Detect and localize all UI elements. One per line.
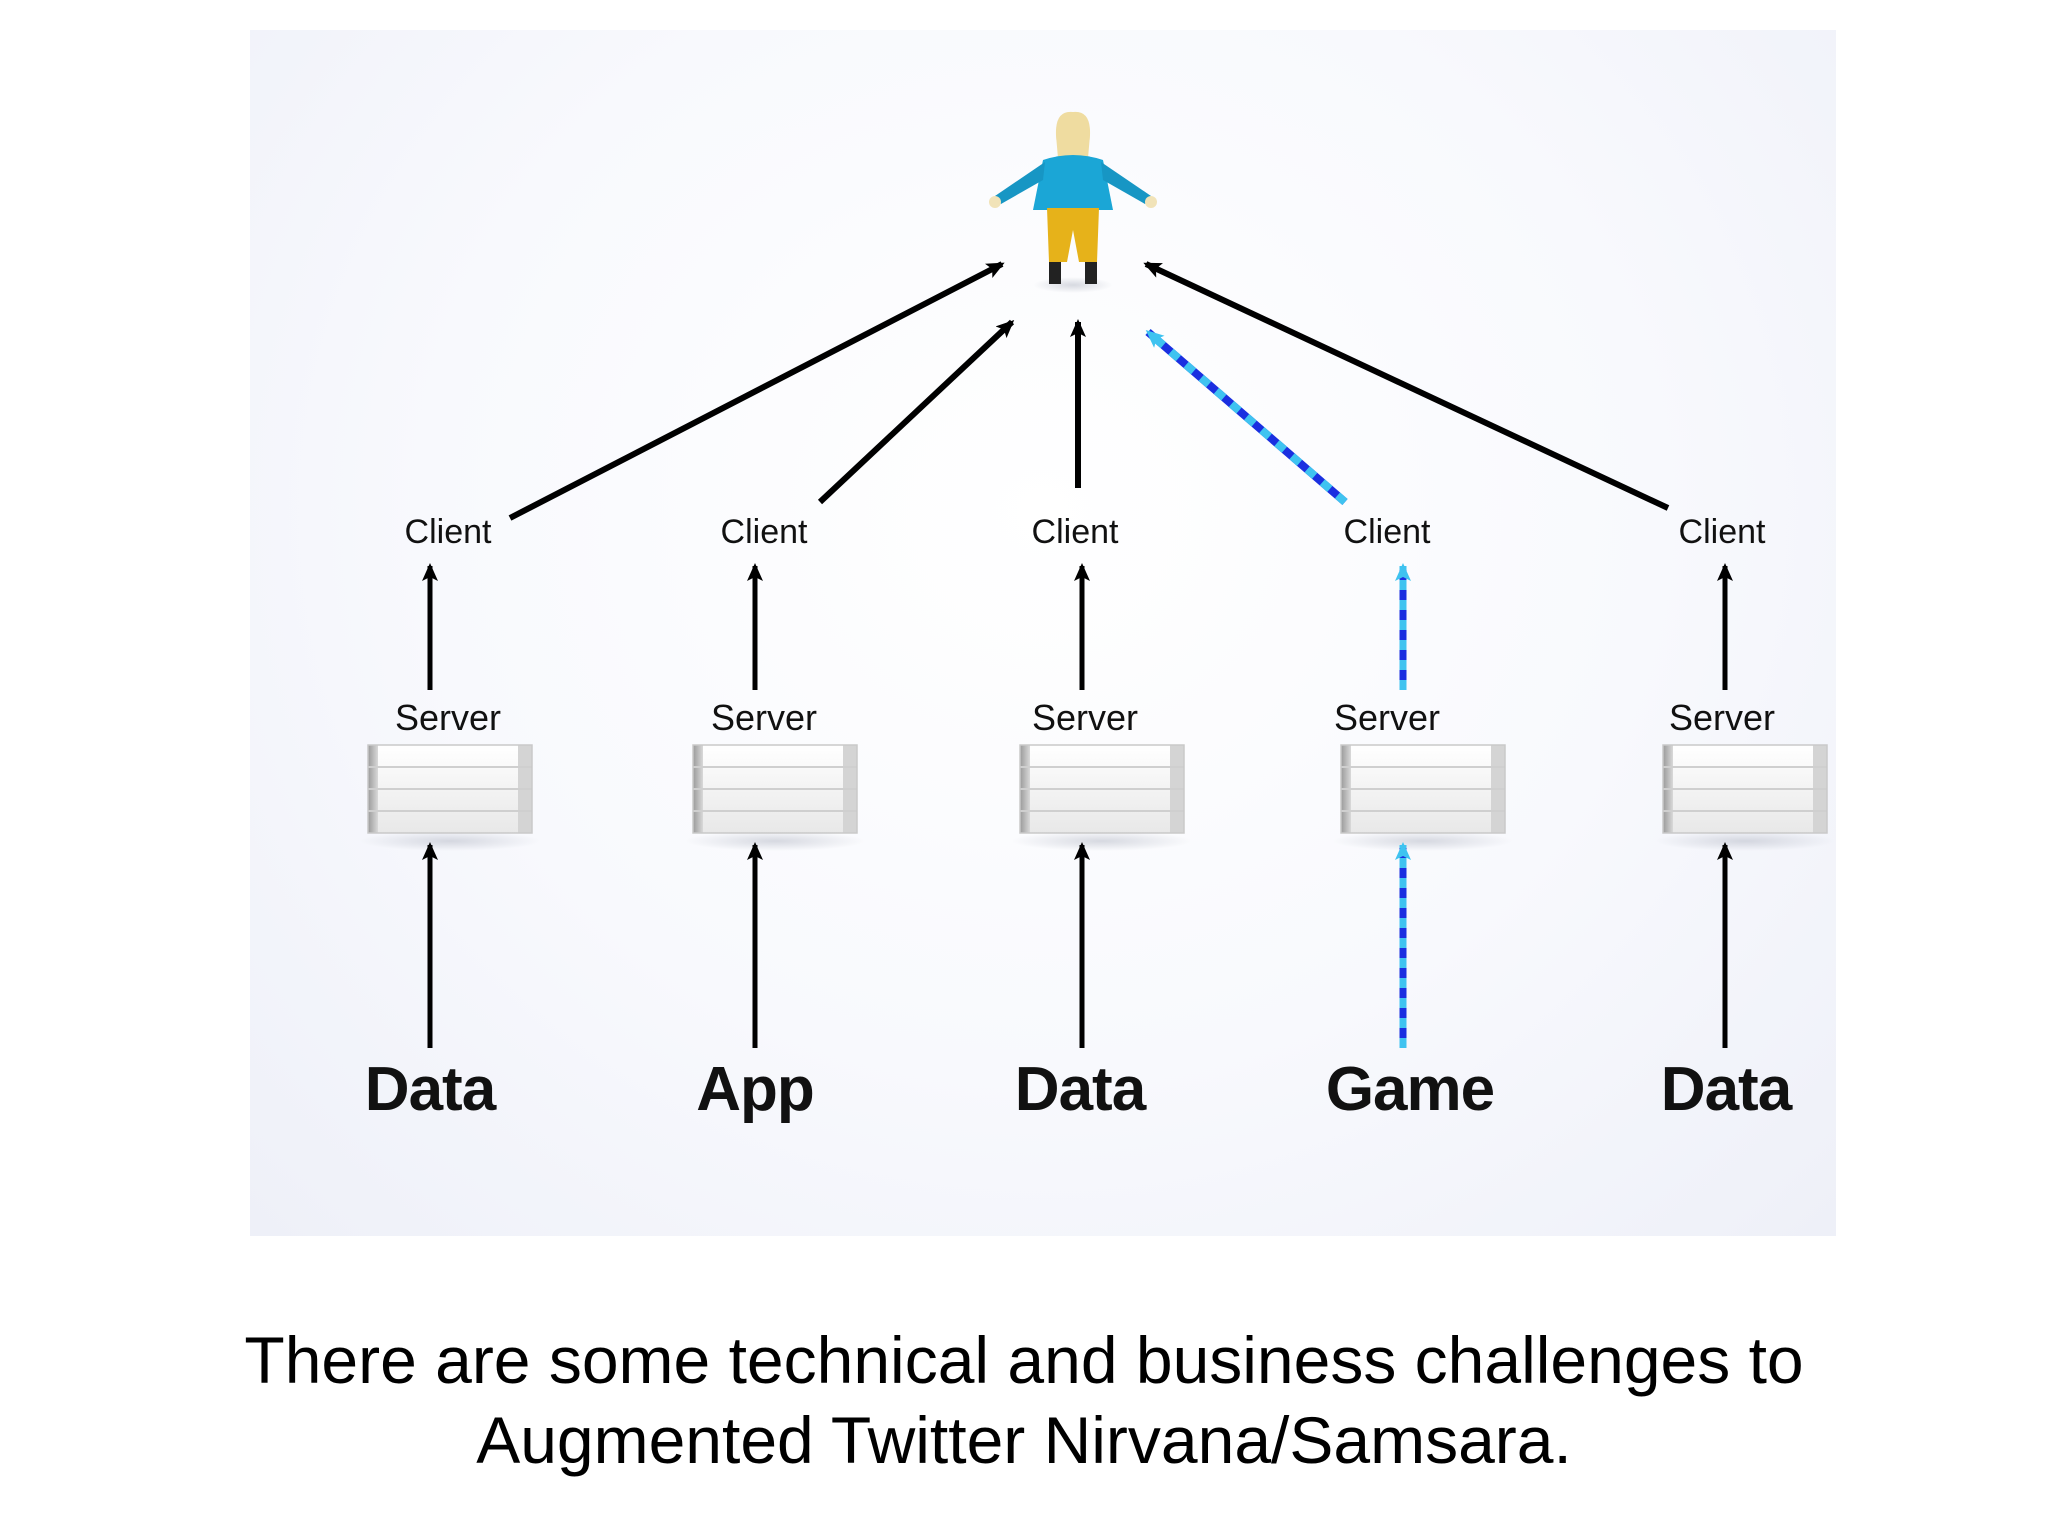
server-label: Server — [1032, 697, 1138, 738]
source-labels: Data App Data Game Data — [365, 1055, 1794, 1124]
client-to-user-arrow — [817, 319, 1015, 505]
source-label: Game — [1326, 1055, 1494, 1124]
client-to-user-arrow-dash — [1145, 328, 1348, 506]
server-stack-icon — [1333, 744, 1513, 851]
source-label: Data — [365, 1055, 497, 1124]
client-label: Client — [1032, 513, 1119, 551]
diagram-background — [250, 30, 1836, 1236]
columns-layer — [360, 261, 1835, 1048]
server-stack-icon — [1012, 744, 1192, 851]
client-label: Client — [721, 513, 808, 551]
source-label: App — [696, 1055, 814, 1124]
server-label: Server — [1669, 697, 1775, 738]
architecture-diagram: Client Client Client Client Client Serve… — [360, 111, 1835, 1124]
client-labels: Client Client Client Client Client — [405, 513, 1766, 551]
server-label: Server — [395, 697, 501, 738]
caption-line-1: There are some technical and business ch… — [244, 1323, 1804, 1397]
server-labels: Server Server Server Server Server — [395, 697, 1775, 738]
server-stack-icon — [360, 744, 540, 851]
server-label: Server — [1334, 697, 1440, 738]
client-to-user-arrow — [1143, 261, 1670, 511]
client-label: Client — [1344, 513, 1431, 551]
source-label: Data — [1661, 1055, 1793, 1124]
slide-caption: There are some technical and business ch… — [0, 1320, 2048, 1480]
server-stack-icon — [685, 744, 865, 851]
server-stack-icon — [1655, 744, 1835, 851]
client-label: Client — [405, 513, 492, 551]
client-label: Client — [1679, 513, 1766, 551]
user-figure-icon — [989, 111, 1157, 293]
client-to-user-arrow — [508, 261, 1005, 521]
source-label: Data — [1015, 1055, 1147, 1124]
server-label: Server — [711, 697, 817, 738]
caption-line-2: Augmented Twitter Nirvana/Samsara. — [476, 1403, 1572, 1477]
